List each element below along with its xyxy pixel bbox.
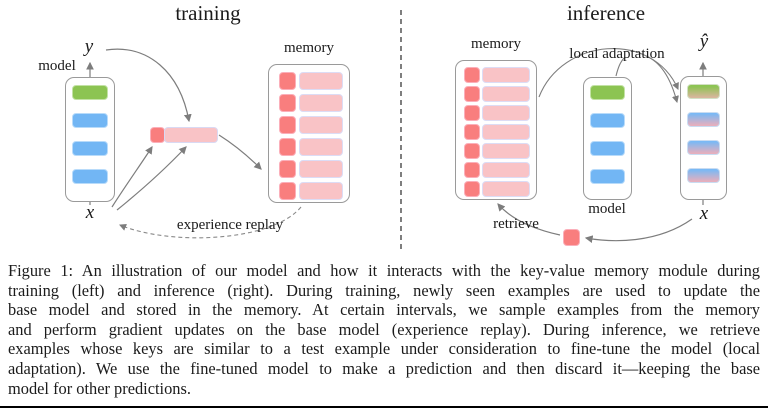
memory-row bbox=[456, 105, 536, 121]
memory-key-square bbox=[464, 86, 480, 102]
inference-memory-label: memory bbox=[471, 36, 521, 52]
local-adaptation-label: local adaptation bbox=[569, 46, 665, 62]
memory-value-bar bbox=[299, 94, 343, 112]
memory-row bbox=[269, 182, 349, 200]
caption-line: examples whose keys are similar to a tes… bbox=[8, 339, 760, 359]
inference-adapted-model-box bbox=[680, 76, 727, 200]
model-block-blue-mix bbox=[687, 112, 720, 127]
memory-key-square bbox=[464, 143, 480, 159]
model-block-blue bbox=[590, 113, 625, 128]
memory-key-square bbox=[279, 160, 296, 178]
caption-line: and perform gradient updates on the base… bbox=[8, 319, 760, 339]
inference-y-hat-label: ŷ bbox=[699, 31, 709, 52]
caption-line: training (left) and inference (right). D… bbox=[8, 280, 760, 300]
memory-row bbox=[456, 86, 536, 102]
memory-value-bar bbox=[299, 182, 343, 200]
figure-caption: Figure 1: An illustration of our model a… bbox=[0, 261, 768, 398]
train-x-label: x bbox=[85, 202, 95, 223]
memory-value-bar bbox=[482, 67, 530, 83]
memory-row bbox=[269, 72, 349, 90]
model-block-green bbox=[590, 85, 625, 100]
train-key-square bbox=[150, 127, 165, 143]
train-y-label: y bbox=[84, 36, 94, 57]
arrow-label-to-adapted-model bbox=[645, 55, 679, 104]
memory-value-bar bbox=[482, 124, 530, 140]
memory-key-square bbox=[464, 181, 480, 197]
arrow-experience-replay bbox=[119, 206, 302, 239]
arrow-memory-to-adapted-model bbox=[538, 47, 679, 98]
memory-key-square bbox=[279, 116, 296, 134]
memory-key-square bbox=[279, 94, 296, 112]
memory-key-square bbox=[279, 138, 296, 156]
memory-key-square bbox=[464, 162, 480, 178]
arrow-y-to-value bbox=[105, 48, 192, 123]
memory-value-bar bbox=[482, 162, 530, 178]
memory-row bbox=[269, 138, 349, 156]
memory-row bbox=[456, 143, 536, 159]
train-model-box bbox=[65, 77, 115, 202]
model-block-blue-mix bbox=[687, 140, 720, 155]
arrow-keyvalue-to-memory bbox=[218, 134, 262, 170]
model-block-green-mix bbox=[687, 84, 720, 99]
caption-line: adaptation). We use the fine-tuned model… bbox=[8, 358, 760, 378]
model-block-blue bbox=[72, 141, 108, 156]
arrow-layer bbox=[86, 10, 707, 250]
arrow-x-to-query-key bbox=[584, 218, 693, 244]
inference-model-label: model bbox=[588, 201, 626, 217]
memory-value-bar bbox=[299, 116, 343, 134]
inference-base-model-box bbox=[583, 77, 632, 200]
memory-key-square bbox=[464, 124, 480, 140]
training-title: training bbox=[175, 1, 241, 25]
caption-line: model for other predictions. bbox=[8, 378, 191, 398]
caption-line: Figure 1: An illustration of our model a… bbox=[8, 261, 760, 280]
experience-replay-label: experience replay bbox=[176, 217, 284, 233]
train-memory-box bbox=[268, 64, 350, 203]
arrow-x-to-key bbox=[111, 146, 153, 208]
memory-key-square bbox=[279, 182, 296, 200]
retrieve-label: retrieve bbox=[493, 216, 539, 232]
connector-base-model-to-label bbox=[615, 56, 626, 77]
train-value-bar bbox=[164, 127, 218, 143]
caption-line: base model and stored in the memory. At … bbox=[8, 300, 760, 320]
inference-memory-box bbox=[455, 60, 537, 200]
memory-row bbox=[269, 116, 349, 134]
memory-value-bar bbox=[482, 181, 530, 197]
memory-key-square bbox=[464, 105, 480, 121]
arrow-query-to-memory bbox=[497, 203, 561, 236]
memory-row bbox=[269, 94, 349, 112]
inference-title: inference bbox=[566, 1, 646, 25]
memory-key-square bbox=[279, 72, 296, 90]
memory-value-bar bbox=[299, 72, 343, 90]
bottom-rule bbox=[0, 406, 768, 408]
train-model-label: model bbox=[38, 58, 76, 74]
model-block-blue-mix bbox=[687, 168, 720, 183]
model-block-blue bbox=[72, 113, 108, 128]
memory-value-bar bbox=[482, 86, 530, 102]
memory-row bbox=[456, 124, 536, 140]
model-block-blue bbox=[590, 141, 625, 156]
model-block-blue bbox=[72, 169, 108, 184]
inference-query-key-square bbox=[563, 229, 580, 246]
memory-value-bar bbox=[482, 143, 530, 159]
train-memory-label: memory bbox=[284, 40, 334, 56]
memory-key-square bbox=[464, 67, 480, 83]
model-block-green bbox=[72, 85, 108, 100]
memory-value-bar bbox=[299, 138, 343, 156]
memory-value-bar bbox=[299, 160, 343, 178]
memory-row bbox=[456, 181, 536, 197]
memory-value-bar bbox=[482, 105, 530, 121]
memory-row bbox=[456, 162, 536, 178]
model-block-blue bbox=[590, 169, 625, 184]
inference-x-label: x bbox=[699, 203, 709, 224]
memory-row bbox=[456, 67, 536, 83]
arrow-x-to-value bbox=[116, 146, 187, 211]
memory-row bbox=[269, 160, 349, 178]
